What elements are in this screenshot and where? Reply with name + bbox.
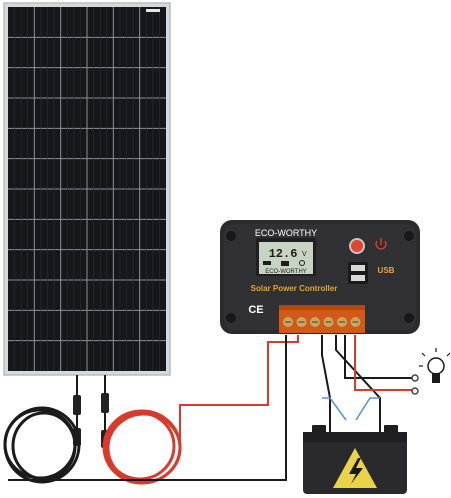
lcd-screen — [259, 242, 313, 274]
ring-terminals — [411, 374, 419, 395]
lcd-value: 12.6 — [269, 247, 298, 261]
panel-label — [146, 9, 160, 12]
battery — [303, 425, 407, 494]
usb-label: USB — [378, 266, 395, 275]
control-button[interactable] — [351, 240, 363, 252]
wires — [8, 335, 412, 481]
usb-port-icon — [348, 262, 368, 284]
lcd-panel-icon — [263, 261, 271, 265]
power-icon — [375, 238, 387, 250]
black-cable-coil — [3, 406, 81, 484]
ce-mark: CE — [248, 304, 263, 316]
solar-controller: ECO-WORTHY 12.6 V ECO-WORTHY USB Solar P… — [220, 220, 420, 334]
controller-title: Solar Power Controller — [251, 284, 338, 293]
lcd-brand: ECO-WORTHY — [265, 269, 307, 275]
lightning-icon — [349, 458, 363, 484]
red-cable-coil — [102, 409, 182, 485]
lcd-battery-icon — [281, 261, 289, 266]
bulb-icon — [419, 348, 451, 383]
lcd-unit: V — [302, 251, 307, 258]
lcd-bulb-icon — [299, 260, 305, 266]
brand-label: ECO-WORTHY — [255, 228, 317, 238]
solar-panel — [3, 2, 171, 376]
